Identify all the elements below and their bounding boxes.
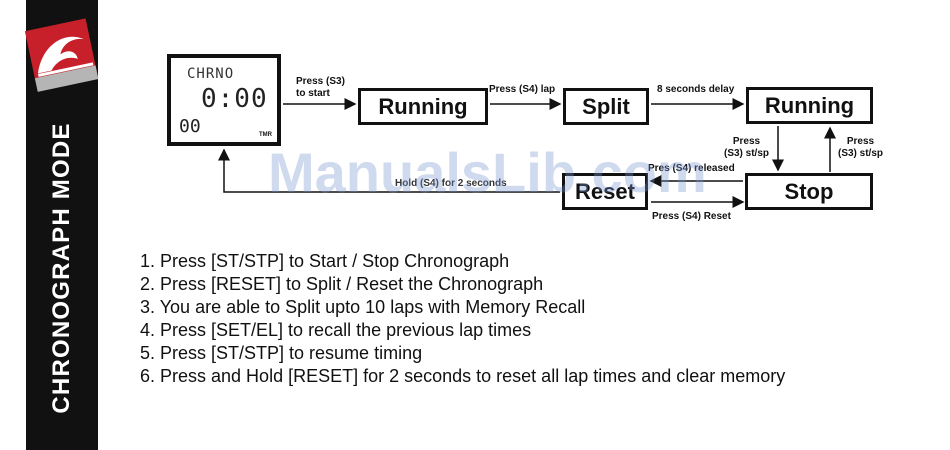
list-item: 4. Press [SET/EL] to recall the previous…: [140, 320, 532, 340]
list-item: 1. Press [ST/STP] to Start / Stop Chrono…: [140, 251, 510, 271]
label-press-s4-reset: Press (S4) Reset: [652, 211, 731, 222]
label-press-s3-resume: Press (S3) st/sp: [838, 136, 883, 160]
state-stop: Stop: [745, 173, 873, 210]
arrow-hold: [218, 148, 560, 193]
state-split: Split: [563, 88, 649, 125]
list-item: 6. Press and Hold [RESET] for 2 seconds …: [140, 366, 786, 386]
wave-mountain-logo-icon: [24, 18, 99, 92]
state-reset: Reset: [562, 173, 648, 210]
label-line: Press: [846, 136, 875, 147]
label-press-s4-lap: Press (S4) lap: [489, 84, 556, 95]
lcd-tag: TMR: [259, 132, 272, 138]
label-line: (S3) st/sp: [838, 148, 884, 159]
label-line: (S3) st/sp: [724, 148, 770, 159]
list-item: 2. Press [RESET] to Split / Reset the Ch…: [140, 274, 544, 294]
label-line: to start: [296, 88, 330, 99]
label-released: Pres (S4) released: [648, 163, 735, 174]
lcd-mode-text: CHRNO: [187, 66, 235, 82]
lcd-sub-digits: 00: [179, 116, 201, 137]
state-running-2: Running: [746, 87, 873, 124]
state-running-1: Running: [358, 88, 488, 125]
flow-connectors: [218, 98, 836, 208]
watch-display: CHRNO 0:00 00 TMR: [167, 54, 281, 146]
list-item: 3. You are able to Split upto 10 laps wi…: [140, 297, 586, 317]
instruction-list: 1. Press [ST/STP] to Start / Stop Chrono…: [140, 250, 785, 388]
label-press-s3-start: Press (S3) to start: [296, 76, 345, 100]
label-line: Press (S3): [296, 76, 345, 87]
label-delay: 8 seconds delay: [657, 84, 735, 95]
list-item: 5. Press [ST/STP] to resume timing: [140, 343, 423, 363]
label-press-s3-stop: Press (S3) st/sp: [724, 136, 769, 160]
label-hold: Hold (S4) for 2 seconds: [395, 178, 507, 189]
label-line: Press: [732, 136, 761, 147]
lcd-main-digits: 0:00: [201, 84, 268, 114]
flow-diagram: CHRNO 0:00 00 TMR Running Split Running …: [167, 54, 883, 222]
